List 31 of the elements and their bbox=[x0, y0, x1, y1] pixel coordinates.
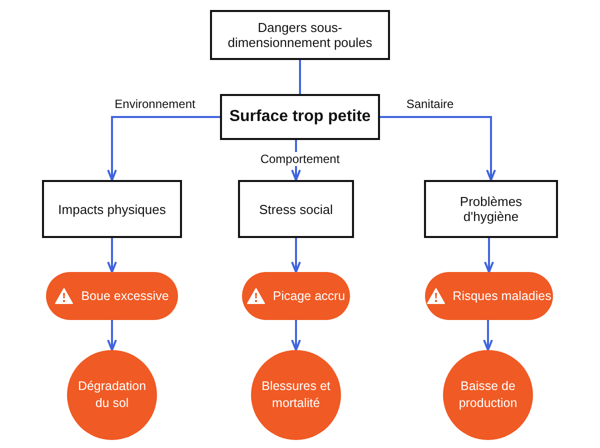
arrow bbox=[483, 320, 493, 351]
arrow bbox=[291, 320, 301, 351]
edge-label: Environnement bbox=[112, 97, 198, 111]
arrow bbox=[484, 238, 494, 273]
node-text: Dégradation du sol bbox=[76, 378, 148, 412]
process-box bbox=[42, 180, 182, 238]
process-box bbox=[424, 180, 558, 238]
node-text: Picage accru bbox=[272, 289, 346, 303]
risk-pill bbox=[46, 272, 178, 320]
process-box bbox=[210, 10, 390, 60]
arrow bbox=[107, 320, 117, 351]
node-text: Dangers sous-dimensionnement poules bbox=[226, 20, 374, 50]
node-text: Boue excessive bbox=[81, 289, 169, 303]
arrow bbox=[107, 238, 117, 273]
node-text: Surface trop petite bbox=[229, 108, 371, 126]
risk-pill bbox=[425, 272, 553, 320]
edge-label: Sanitaire bbox=[404, 97, 456, 111]
node-text: Risques maladies bbox=[452, 289, 552, 303]
process-box bbox=[238, 180, 354, 238]
main-box bbox=[220, 94, 380, 140]
node-text: Impacts physiques bbox=[58, 202, 166, 216]
arrow bbox=[107, 116, 220, 181]
arrow bbox=[291, 238, 301, 273]
arrow bbox=[380, 116, 496, 181]
node-text: Blessures et mortalité bbox=[260, 378, 332, 412]
node-text: Stress social bbox=[259, 202, 333, 216]
connector-line bbox=[299, 60, 301, 94]
node-text: Problèmes d'hygiène bbox=[458, 194, 524, 224]
node-text: Baisse de production bbox=[458, 378, 518, 412]
risk-pill bbox=[242, 272, 350, 320]
edge-label: Comportement bbox=[258, 152, 342, 166]
